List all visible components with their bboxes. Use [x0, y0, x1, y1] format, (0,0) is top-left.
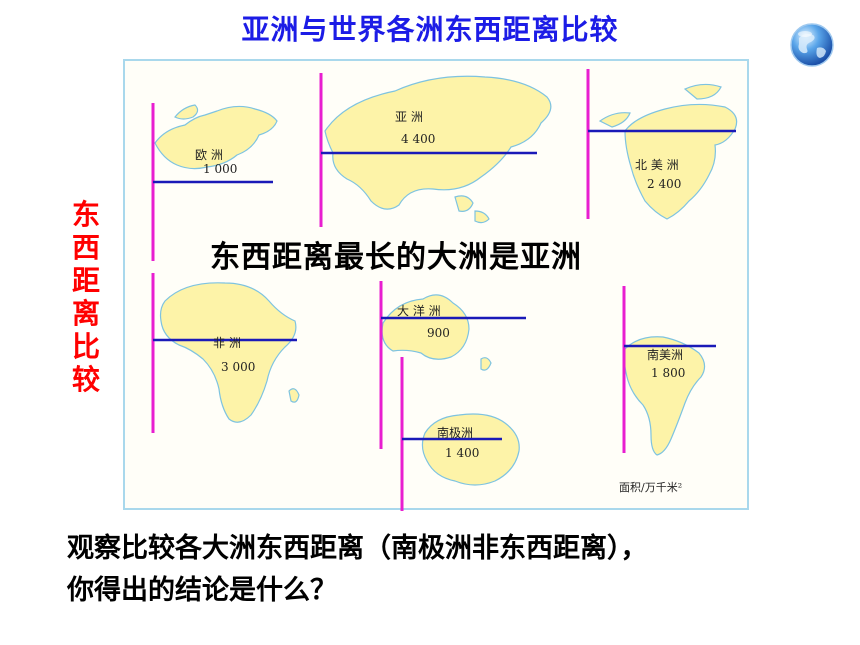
continent-map-panel: 欧 洲 1 000 亚 洲 4 400 北 美 洲 2 400 非 洲 3 00…	[123, 59, 749, 511]
question-line: 你得出的结论是什么？	[67, 575, 337, 606]
asia-area: 4 400	[401, 132, 435, 146]
globe-icon	[790, 23, 834, 67]
north-america-area: 2 400	[647, 177, 681, 191]
asia-name: 亚 洲	[395, 110, 423, 124]
continent-map: 欧 洲 1 000 亚 洲 4 400 北 美 洲 2 400 非 洲 3 00…	[151, 69, 738, 511]
africa-area: 3 000	[221, 360, 255, 374]
oceania-shape	[381, 294, 470, 360]
conclusion-text: 东西距离最长的大洲是亚洲	[210, 240, 582, 275]
question-line: 观察比较各大洲东西距离（南极洲非东西距离），	[67, 533, 648, 564]
page-title: 亚洲与世界各洲东西距离比较	[241, 13, 619, 46]
side-label-char: 距	[71, 264, 100, 297]
asia-shape	[324, 75, 552, 210]
north-america-shape	[624, 103, 738, 220]
side-label-char: 较	[71, 363, 100, 396]
europe-name: 欧 洲	[195, 148, 223, 162]
oceania-area: 900	[427, 326, 450, 340]
side-label-char: 东	[71, 198, 100, 231]
antarctica-name: 南极洲	[437, 425, 473, 440]
europe-area: 1 000	[203, 162, 237, 176]
question-text: 观察比较各大洲东西距离（南极洲非东西距离）， 你得出的结论是什么？	[67, 528, 827, 612]
side-label-char: 离	[71, 297, 100, 330]
africa-shape	[159, 282, 297, 423]
oceania-name: 大 洋 洲	[397, 303, 441, 318]
side-label: 东 西 距 离 比 较	[66, 198, 106, 396]
antarctica-shape	[421, 413, 520, 486]
area-unit-label: 面积/万千米²	[619, 481, 682, 494]
south-america-name: 南美洲	[647, 347, 683, 362]
side-label-char: 比	[71, 330, 100, 363]
side-label-char: 西	[71, 231, 100, 264]
europe-shape	[154, 105, 278, 170]
africa-name: 非 洲	[213, 336, 241, 350]
north-america-name: 北 美 洲	[635, 158, 679, 172]
south-america-area: 1 800	[651, 366, 685, 380]
antarctica-area: 1 400	[445, 446, 479, 460]
